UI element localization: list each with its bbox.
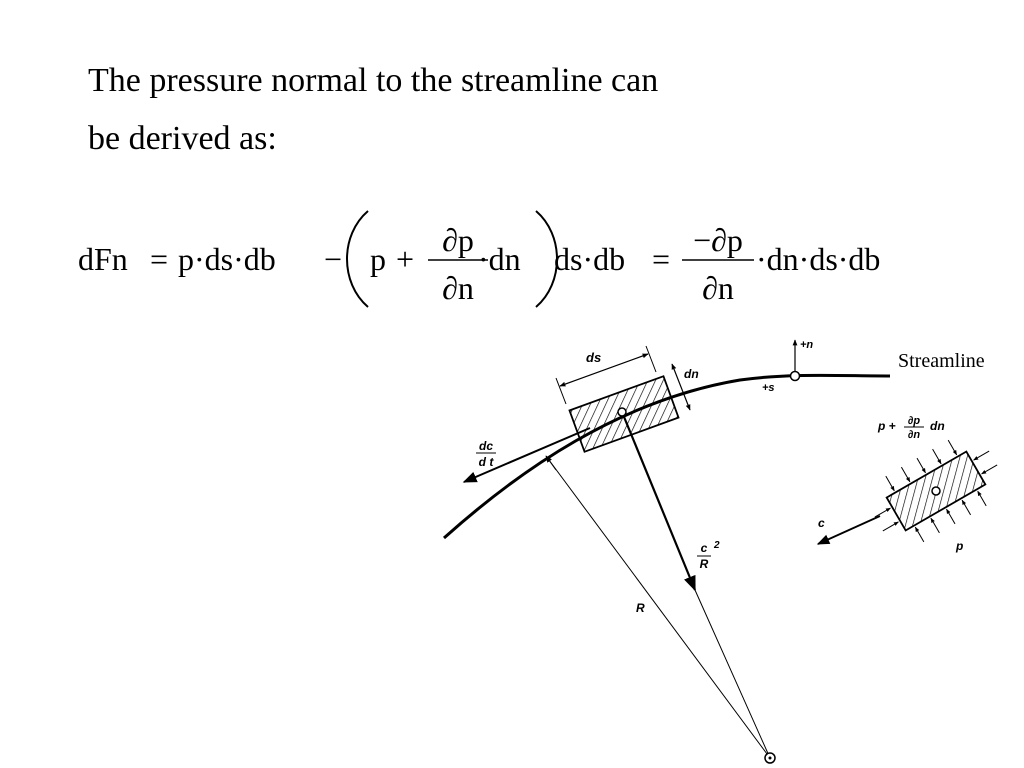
intro-line-1: The pressure normal to the streamline ca…: [88, 62, 659, 99]
pressure-element-center: [931, 486, 941, 496]
dcdt-numerator: dc: [479, 439, 493, 453]
element-center: [617, 407, 627, 417]
eq-equals-2: =: [652, 241, 670, 277]
eq-term-1: p·ds·db: [178, 241, 276, 277]
p-top-numerator: ∂p: [908, 415, 920, 427]
dn-dimension: [671, 363, 691, 411]
center-dot: [768, 756, 772, 760]
p-top-dn: dn: [930, 419, 945, 433]
eq-lhs: dFn: [78, 241, 128, 277]
eq-ds-db: ds·db: [554, 241, 625, 277]
streamline-curve: [442, 373, 891, 540]
p-top-base: p +: [877, 419, 896, 433]
eq-tail: ·dn·ds·db: [756, 241, 880, 277]
streamline-label: Streamline: [898, 350, 985, 372]
c2-numerator: c: [701, 541, 708, 555]
radius-line: [545, 455, 771, 759]
c2-exponent: 2: [713, 540, 720, 551]
p-top-denominator: ∂n: [908, 429, 920, 441]
eq-p: p: [370, 241, 386, 277]
pressure-equation: dFn = p·ds·db − p + ∂p ∂n ·dn ds·db = −∂…: [78, 210, 880, 308]
ds-tick-left: [555, 377, 567, 405]
intro-line-2: be derived as:: [88, 120, 277, 157]
radius-label: R: [636, 601, 645, 615]
right-paren: [535, 210, 558, 308]
ds-dimension: [559, 353, 649, 387]
p-bottom-label: p: [955, 539, 963, 553]
ds-label: ds: [586, 350, 601, 365]
frac2-numerator: −∂p: [693, 222, 743, 258]
centripetal-arrow: [620, 411, 697, 592]
center-to-centripetal: [694, 589, 771, 759]
eq-equals-1: =: [150, 241, 168, 277]
axis-origin: [789, 370, 801, 382]
left-paren: [346, 210, 369, 308]
radius-arrowhead: [545, 455, 557, 471]
dcdt-arrow: [462, 427, 591, 483]
eq-dot-dn: ·dn: [478, 241, 521, 277]
velocity-c-arrow: [816, 515, 881, 545]
dcdt-denominator: d t: [479, 455, 495, 469]
eq-plus: +: [396, 241, 414, 277]
c2-denominator: R: [700, 557, 709, 571]
frac1-denominator: ∂n: [442, 270, 474, 306]
dn-label: dn: [684, 367, 699, 381]
intro-text: The pressure normal to the streamline ca…: [88, 52, 888, 168]
frac2-denominator: ∂n: [702, 270, 734, 306]
frac1-numerator: ∂p: [442, 222, 474, 258]
velocity-c-label: c: [818, 516, 825, 530]
s-axis-label: +s: [762, 382, 775, 394]
eq-minus: −: [324, 241, 342, 277]
n-axis-label: +n: [800, 339, 813, 351]
ds-tick-right: [645, 345, 657, 373]
